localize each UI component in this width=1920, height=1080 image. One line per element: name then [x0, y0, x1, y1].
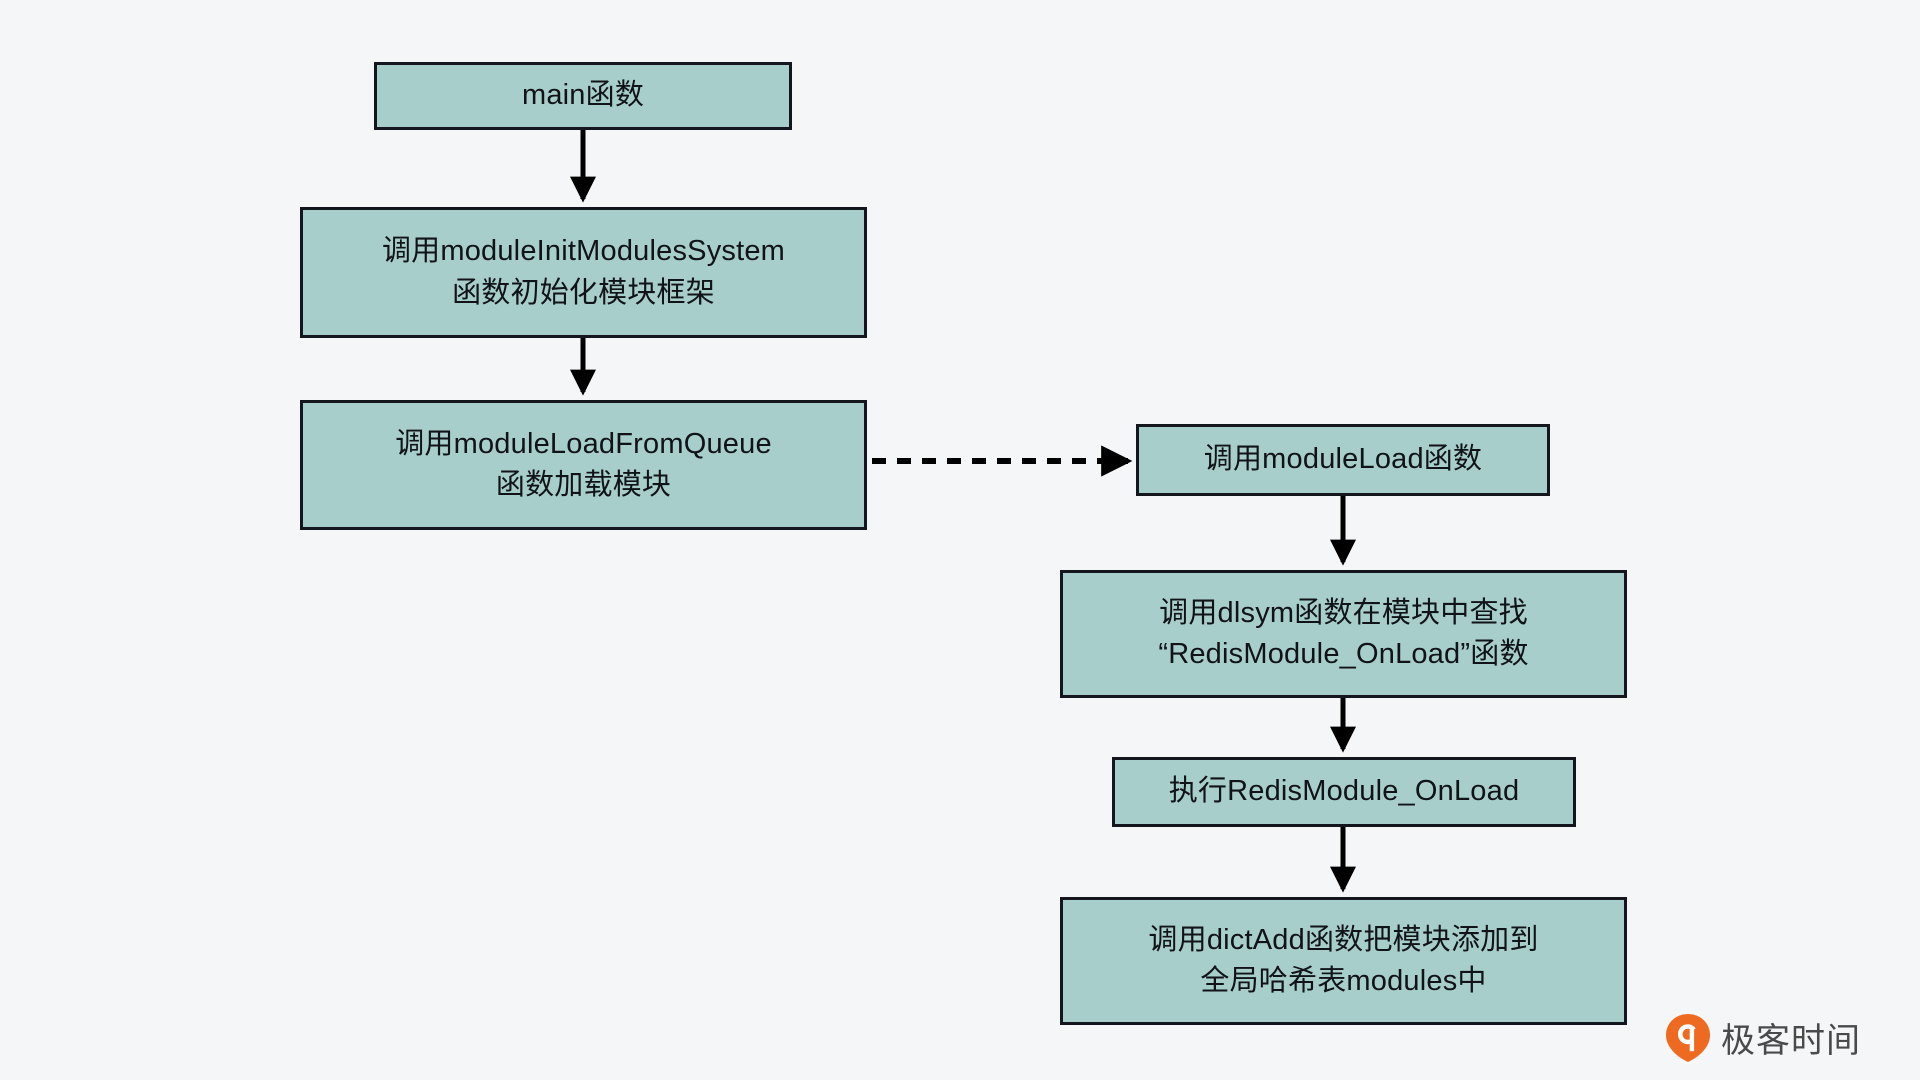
node-dict-add-line-1: 调用dictAdd函数把模块添加到 [1148, 923, 1539, 956]
node-module-load-from-queue[interactable]: 调用moduleLoadFromQueue 函数加载模块 [300, 400, 867, 530]
node-dlsym-lookup-line-1: 调用dlsym函数在模块中查找 [1159, 596, 1528, 629]
node-execute-redismodule-onload-line-1: 执行RedisModule_OnLoad [1168, 775, 1520, 808]
node-main-function-line-1: main函数 [521, 79, 645, 112]
node-module-load-line-1: 调用moduleLoad函数 [1203, 443, 1483, 476]
node-dlsym-lookup-line-2: “RedisModule_OnLoad”函数 [1158, 638, 1529, 670]
watermark-text: 极客时间 [1721, 1021, 1861, 1060]
node-module-init-modules-system-line-1: 调用moduleInitModulesSystem [381, 235, 786, 268]
node-main-function[interactable]: main函数 [374, 62, 792, 130]
watermark: 极客时间 [1665, 1013, 1861, 1068]
node-dlsym-lookup[interactable]: 调用dlsym函数在模块中查找 “RedisModule_OnLoad”函数 [1060, 570, 1627, 698]
node-execute-redismodule-onload[interactable]: 执行RedisModule_OnLoad [1112, 757, 1576, 827]
node-module-init-modules-system-line-2: 函数初始化模块框架 [452, 276, 715, 309]
node-module-load-from-queue-line-1: 调用moduleLoadFromQueue [395, 427, 772, 460]
node-dict-add[interactable]: 调用dictAdd函数把模块添加到 全局哈希表modules中 [1060, 897, 1627, 1025]
node-module-load-from-queue-line-2: 函数加载模块 [495, 469, 672, 501]
node-module-init-modules-system[interactable]: 调用moduleInitModulesSystem 函数初始化模块框架 [300, 207, 867, 338]
node-module-load[interactable]: 调用moduleLoad函数 [1136, 424, 1550, 496]
node-dict-add-line-2: 全局哈希表modules中 [1200, 965, 1487, 997]
geektime-logo-icon [1665, 1013, 1711, 1068]
